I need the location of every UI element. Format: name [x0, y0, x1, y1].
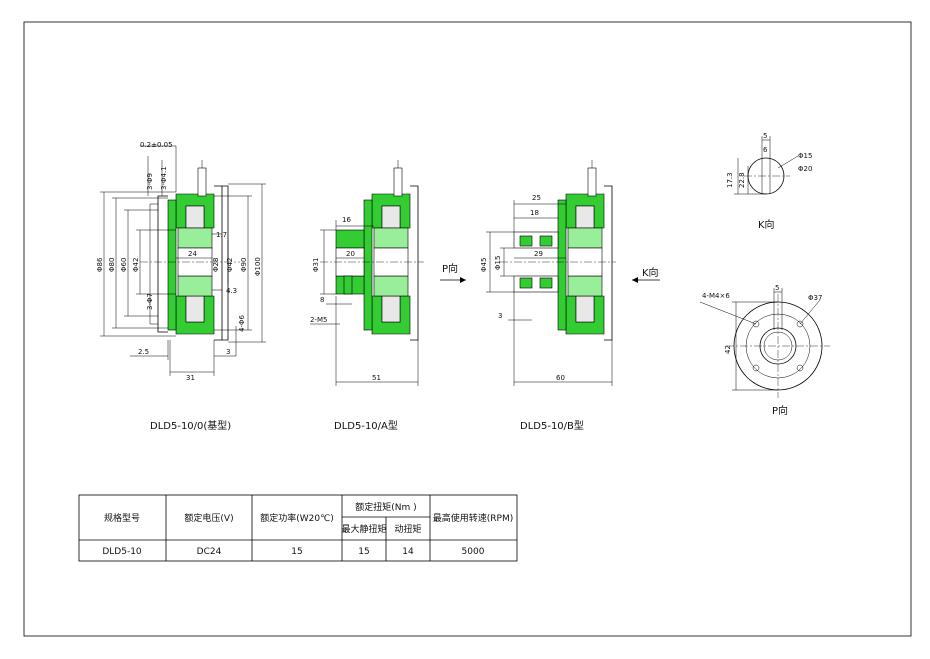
dim-w43: 4.3	[226, 287, 237, 295]
k-dim-h173: 17.3	[726, 172, 734, 188]
dim-w31: 31	[186, 374, 195, 382]
dim-d42b: Φ42	[226, 258, 234, 272]
dim-a-w20: 20	[346, 250, 355, 258]
base-caption: DLD5-10/0(基型)	[150, 419, 231, 432]
type-b-view: 25 18 Φ45 Φ15 29 3 60 DLD5-10/B型	[480, 160, 616, 432]
k-view: 5 6 17.3 22.8 Φ15 Φ20 K向	[726, 132, 812, 231]
k-dim-w5: 5	[763, 132, 767, 140]
k-dim-w6: 6	[763, 146, 768, 154]
hdr-power: 额定功率(W20℃)	[260, 512, 333, 524]
dim-d60: Φ60	[120, 258, 128, 272]
dim-a-thread: 2-M5	[310, 316, 327, 324]
p-dim-h42: 42	[724, 345, 732, 354]
dim-holes-side: 4-Φ6	[238, 315, 246, 332]
p-dim-threads: 4-M4×6	[702, 292, 730, 300]
type-b-caption: DLD5-10/B型	[520, 419, 584, 432]
type-a-caption: DLD5-10/A型	[334, 419, 398, 432]
dim-d86: Φ86	[96, 257, 104, 272]
k-dim-d15: Φ15	[798, 152, 812, 160]
dim-d100: Φ100	[254, 257, 262, 276]
hdr-speed: 最高使用转速(RPM)	[433, 512, 513, 524]
arrow-p-label: P向	[442, 262, 458, 275]
p-view: 4-M4×6 5 Φ37 42 P向	[699, 284, 830, 417]
dim-b-d15: Φ15	[494, 256, 502, 270]
dim-a-d31: Φ31	[312, 258, 320, 272]
hdr-model: 规格型号	[104, 512, 140, 524]
dim-d90: Φ90	[240, 258, 248, 272]
dim-w17: 1.7	[216, 231, 227, 239]
dim-d42: Φ42	[132, 258, 140, 272]
arrow-p: P向	[440, 262, 466, 283]
hdr-torque: 额定扭矩(Nm )	[355, 501, 416, 513]
dim-b-w25: 25	[532, 194, 541, 202]
dim-b-d45: Φ45	[480, 258, 488, 272]
dim-d28: Φ28	[212, 258, 220, 272]
dim-a-w16: 16	[342, 216, 351, 224]
dim-b-w60: 60	[556, 374, 565, 382]
dim-d80: Φ80	[108, 258, 116, 272]
cell-model: DLD5-10	[102, 547, 142, 557]
k-view-caption: K向	[758, 218, 775, 231]
p-dim-w5: 5	[775, 284, 779, 292]
dim-a-w8: 8	[320, 296, 324, 304]
arrow-k: K向	[632, 266, 660, 283]
p-dim-d37: Φ37	[808, 294, 822, 302]
dim-holes-top-a: 3-Φ9	[146, 173, 154, 190]
dim-b-w18: 18	[530, 209, 539, 217]
dim-tolerance: 0.2±0.05	[140, 141, 173, 149]
p-view-caption: P向	[772, 404, 788, 417]
dim-w24: 24	[188, 250, 197, 258]
dim-w3: 3	[226, 348, 230, 356]
cell-voltage: DC24	[197, 547, 222, 557]
dim-holes-top-b: 3-Φ4.1	[160, 166, 168, 190]
dim-holes-bottom: 3-Φ7	[146, 293, 154, 310]
hdr-dynamic: 动扭矩	[394, 523, 421, 535]
cell-max-static: 15	[358, 547, 369, 557]
arrow-k-label: K向	[642, 266, 659, 279]
cell-dynamic: 14	[402, 547, 414, 557]
k-dim-h228: 22.8	[738, 172, 746, 188]
hdr-voltage: 额定电压(V)	[184, 512, 233, 524]
cell-power: 15	[291, 547, 302, 557]
dim-w25: 2.5	[138, 348, 149, 356]
dim-b-w3: 3	[498, 312, 502, 320]
hdr-max-static: 最大静扭矩	[341, 523, 386, 535]
base-view: 0.2±0.05 3-Φ9 3-Φ4.1 Φ86 Φ80 Φ60 Φ42 3-Φ…	[96, 141, 266, 432]
dim-b-w29: 29	[534, 250, 543, 258]
spec-table: 规格型号 额定电压(V) 额定功率(W20℃) 额定扭矩(Nm ) 最大静扭矩 …	[78, 494, 518, 562]
type-a-view: 16 Φ31 20 8 2-M5 51 DLD5-10/A型	[310, 160, 424, 432]
cell-speed: 5000	[462, 547, 485, 557]
dim-a-w51: 51	[372, 374, 381, 382]
sheet-border	[23, 21, 912, 637]
k-dim-d20: Φ20	[798, 165, 812, 173]
